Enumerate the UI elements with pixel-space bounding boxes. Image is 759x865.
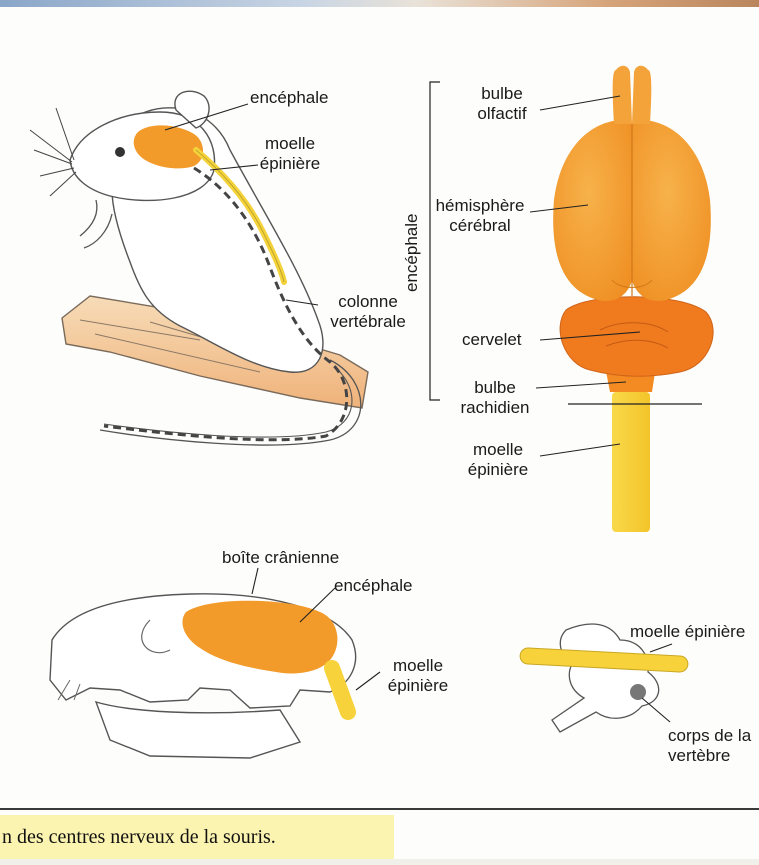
label-skull-encephale: encéphale	[334, 576, 413, 595]
skull-brain	[182, 600, 338, 674]
label-line: épinière	[467, 460, 529, 479]
label-line: moelle	[472, 440, 524, 459]
mouse-whiskers	[29, 107, 77, 197]
label-bulbe-olfactif: bulbe olfactif	[462, 84, 542, 124]
label-line: cérébral	[449, 216, 511, 235]
label-line: bulbe	[481, 84, 523, 103]
figure-caption: n des centres nerveux de la souris.	[0, 815, 394, 859]
caption-rule	[0, 808, 759, 810]
label-line: rachidien	[460, 398, 530, 417]
label-line: hémisphère	[435, 196, 525, 215]
label-line: vertébrale	[330, 312, 406, 331]
mouse-vertebral-column	[103, 166, 349, 442]
label-brain-moelle: moelle épinière	[458, 440, 538, 480]
label-line: moelle	[392, 656, 444, 675]
label-line: olfactif	[477, 104, 527, 123]
hemisphere-left	[553, 119, 632, 302]
label-mouse-encephale: encéphale	[250, 88, 329, 107]
label-corps-vertebre: corps de la vertèbre	[668, 726, 751, 766]
mouse-paws	[79, 199, 113, 249]
mouse-brain	[133, 125, 203, 169]
label-hemisphere: hémisphère cérébral	[430, 196, 530, 236]
bulbe-olfactif-shape	[612, 65, 632, 124]
mouse-eye	[115, 147, 125, 157]
encephale-bracket	[429, 81, 440, 401]
label-line: vertèbre	[668, 746, 731, 765]
label-line: moelle	[264, 134, 316, 153]
mouse-tail	[99, 359, 362, 446]
label-line: corps de la	[668, 726, 752, 745]
skull-spinal-cord	[324, 660, 356, 720]
vertebra-drawing	[519, 623, 689, 733]
label-mouse-colonne: colonne vertébrale	[322, 292, 414, 332]
mouse-drawing	[29, 90, 369, 446]
label-cervelet: cervelet	[462, 330, 522, 349]
top-photo-strip	[0, 0, 759, 7]
hemisphere-right	[632, 119, 711, 302]
label-skull-moelle: moelle épinière	[378, 656, 458, 696]
brain-spinal-cord	[612, 392, 650, 532]
label-line: épinière	[259, 154, 321, 173]
label-line: colonne	[338, 292, 398, 311]
label-bulbe-rachidien: bulbe rachidien	[452, 378, 538, 418]
label-mouse-moelle: moelle épinière	[250, 134, 330, 174]
anatomy-illustration	[29, 65, 714, 759]
label-line: bulbe	[474, 378, 516, 397]
skull-drawing	[49, 567, 381, 759]
skull-jaw	[94, 700, 302, 759]
brain-drawing	[429, 65, 714, 532]
vertebra-spinal-cord	[519, 647, 689, 673]
label-line: épinière	[387, 676, 449, 695]
label-encephale-bracket: encéphale	[402, 213, 421, 292]
bottom-strip	[0, 859, 759, 865]
label-vertebra-moelle: moelle épinière	[630, 622, 746, 641]
vertebra-body	[630, 684, 646, 700]
label-boite-cranienne: boîte crânienne	[222, 548, 340, 567]
